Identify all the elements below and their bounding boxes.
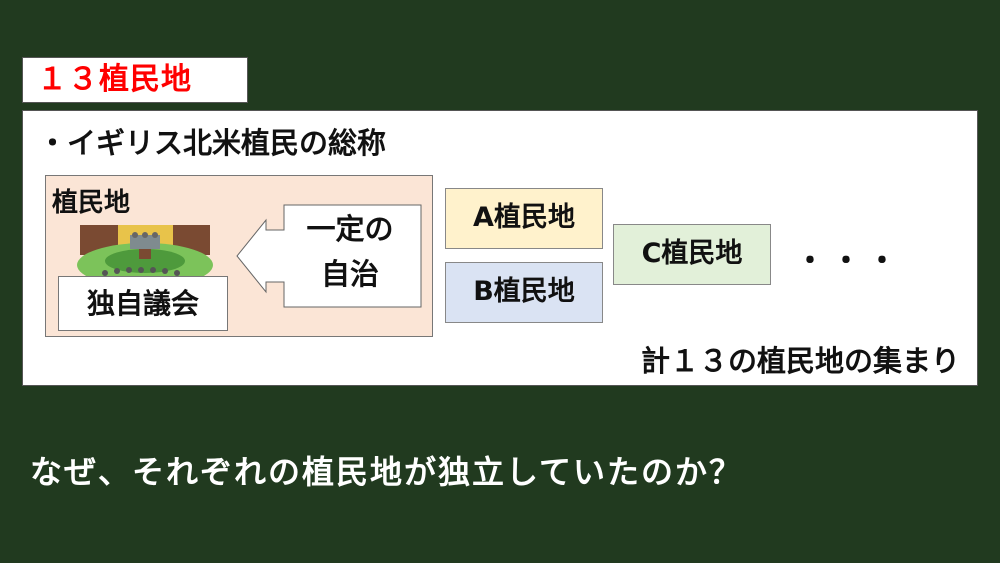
callout-line-1: 一定の	[306, 212, 394, 246]
colony-label: 植民地	[52, 188, 131, 218]
colony-a-box: A植民地	[445, 188, 603, 249]
question-text: なぜ、それぞれの植民地が独立していたのか？	[30, 453, 744, 491]
self-government-text: 一定の 自治	[285, 207, 415, 307]
total-text: 計１３の植民地の集まり	[640, 344, 960, 378]
colony-c-box: C植民地	[613, 224, 771, 285]
callout-line-2: 自治	[320, 257, 379, 291]
ellipsis: ・・・	[795, 244, 903, 279]
colony-b-box: B植民地	[445, 262, 603, 323]
bullet-text: ・イギリス北米植民の総称	[38, 126, 387, 160]
assembly-illustration	[77, 225, 213, 278]
slide-title: １３植民地	[22, 57, 248, 103]
assembly-label: 独自議会	[58, 276, 228, 331]
left-arrow-callout	[236, 204, 422, 308]
